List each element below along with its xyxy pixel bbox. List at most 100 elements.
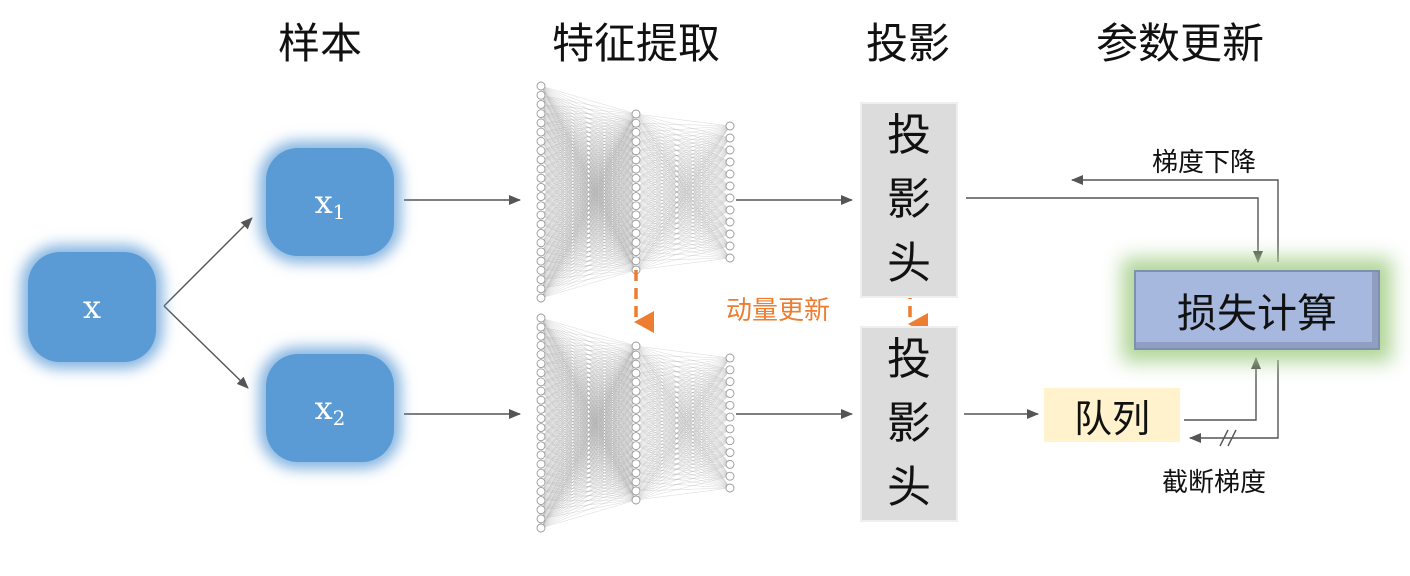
network-node	[536, 275, 546, 285]
network-node	[536, 182, 546, 192]
network-node	[725, 133, 735, 143]
feature-network-top	[536, 81, 735, 303]
feature-network-bottom	[536, 313, 735, 533]
network-node	[631, 450, 641, 460]
network-connections	[540, 317, 731, 529]
network-node	[725, 389, 735, 398]
network-node	[631, 341, 641, 351]
network-node	[536, 238, 546, 248]
network-node	[536, 192, 546, 202]
network-node	[631, 173, 641, 183]
network-node	[725, 448, 735, 457]
network-node	[536, 284, 546, 294]
network-node	[631, 238, 641, 247]
input-x-box: x	[28, 252, 156, 362]
network-node	[631, 146, 641, 156]
arrow-stop-gradient	[1189, 360, 1279, 443]
network-node	[631, 432, 641, 442]
network-node	[631, 359, 641, 369]
network-node	[725, 181, 735, 191]
network-node	[536, 210, 546, 220]
network-node	[631, 210, 641, 220]
header-sample: 样本	[278, 19, 363, 68]
augmented-x1-box: x1	[266, 148, 394, 256]
x2-label: x2	[314, 389, 346, 430]
network-node	[631, 495, 641, 505]
network-node	[536, 505, 546, 515]
network-node	[536, 146, 546, 155]
network-node	[536, 441, 546, 451]
arrow-x-to-x2	[163, 305, 249, 389]
network-node	[725, 459, 735, 469]
network-node	[631, 192, 641, 202]
network-node	[725, 253, 735, 263]
momentum-update-label: 动量更新	[726, 296, 831, 326]
network-node	[536, 423, 546, 433]
network-node	[631, 350, 641, 360]
input-x-label: x	[82, 288, 102, 326]
network-node	[725, 169, 735, 179]
network-node	[536, 127, 546, 137]
network-node	[725, 229, 735, 239]
projection-head-bottom: 投 影 头	[860, 326, 958, 522]
network-node	[536, 164, 546, 174]
network-node	[631, 109, 641, 119]
network-node	[536, 81, 546, 91]
network-node	[631, 256, 641, 266]
network-node	[536, 99, 546, 109]
network-node	[725, 205, 735, 215]
network-node	[536, 477, 546, 487]
network-node	[631, 155, 641, 165]
network-node	[536, 496, 546, 506]
network-node	[631, 414, 641, 423]
loss-computation-box: 损失计算	[1134, 270, 1380, 350]
network-node	[725, 241, 735, 251]
gradient-descent-label: 梯度下降	[1152, 148, 1257, 178]
network-node	[631, 118, 641, 128]
network-node	[536, 219, 546, 229]
network-node	[631, 201, 641, 211]
network-node	[631, 486, 641, 496]
network-node	[631, 459, 641, 469]
network-node	[536, 350, 546, 359]
x1-label: x1	[314, 183, 346, 224]
network-node	[536, 523, 546, 533]
network-node	[725, 483, 735, 493]
stop-gradient-mark-1	[1219, 429, 1229, 447]
network-connections	[540, 85, 731, 299]
network-node	[536, 404, 546, 414]
network-node	[725, 157, 735, 167]
network-node	[725, 121, 735, 131]
network-node	[631, 477, 641, 487]
network-node	[536, 322, 546, 332]
network-node	[725, 193, 735, 203]
network-node	[725, 217, 735, 227]
network-node	[631, 395, 641, 405]
arrow-gradient-descent	[1071, 175, 1279, 262]
arrow-queue-to-loss	[1184, 357, 1261, 421]
queue-box: 队列	[1044, 388, 1180, 442]
network-node	[536, 468, 546, 478]
network-node	[536, 136, 546, 146]
network-node	[631, 247, 641, 257]
network-node	[536, 265, 546, 275]
header-parameter-update: 参数更新	[1096, 19, 1265, 68]
network-node	[536, 514, 546, 524]
network-node	[536, 377, 546, 387]
network-node	[725, 353, 735, 363]
network-node	[631, 219, 641, 229]
network-node	[536, 368, 546, 378]
header-projection: 投影	[866, 19, 951, 68]
stop-gradient-mark-2	[1227, 429, 1237, 447]
network-node	[536, 395, 546, 405]
network-node	[631, 423, 641, 432]
network-node	[631, 228, 641, 238]
stop-gradient-label: 截断梯度	[1162, 468, 1267, 498]
network-node	[536, 413, 546, 423]
network-node	[631, 377, 641, 387]
network-node	[725, 471, 735, 481]
network-node	[536, 450, 546, 460]
network-node	[536, 90, 546, 100]
network-node	[631, 127, 641, 137]
